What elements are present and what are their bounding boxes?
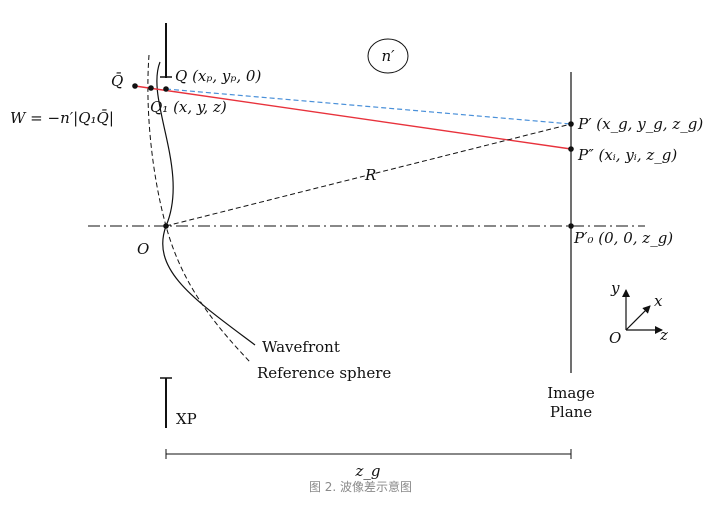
medium-label: n′ [381, 47, 395, 65]
label-p-double-prime: P″ (xᵢ, yᵢ, z_g) [577, 146, 677, 164]
coordinate-axes-icon: y x z O [609, 279, 668, 347]
label-image-plane-line1: Image [547, 384, 595, 402]
label-radius: R [364, 166, 376, 184]
axis-origin-label: O [609, 329, 621, 347]
label-origin: O [137, 240, 149, 258]
point-p-prime [568, 121, 574, 127]
label-exit-pupil: XP [176, 410, 197, 428]
label-p-prime: P′ (x_g, y_g, z_g) [577, 115, 703, 133]
axis-y-label: y [610, 279, 620, 297]
radius-line [165, 123, 572, 227]
label-distance: z_g [354, 462, 380, 480]
point-p-double-prime [568, 146, 574, 152]
label-q1: Q₁ (x, y, z) [150, 98, 227, 116]
label-image-plane-line2: Plane [550, 403, 592, 421]
label-reference-sphere: Reference sphere [257, 364, 391, 382]
point-q-bar [132, 83, 138, 89]
point-q1 [148, 85, 154, 91]
ideal-ray [165, 88, 572, 125]
figure-caption: 图 2. 波像差示意图 [308, 480, 413, 494]
point-origin [163, 223, 169, 229]
label-q: Q (xₚ, yₚ, 0) [175, 67, 261, 85]
medium-circle [367, 38, 409, 74]
point-q [163, 86, 169, 92]
label-q-bar: Q̄ [111, 72, 123, 90]
equation-label: W = −n′|Q₁Q̄| [10, 109, 114, 127]
label-wavefront: Wavefront [262, 338, 340, 356]
axis-z-label: z [659, 326, 668, 344]
point-p0-prime [568, 223, 574, 229]
axis-x-label: x [654, 292, 663, 310]
axis-x-arrow [625, 305, 651, 331]
label-p0-prime: P′₀ (0, 0, z_g) [573, 229, 673, 247]
real-ray [134, 85, 572, 150]
